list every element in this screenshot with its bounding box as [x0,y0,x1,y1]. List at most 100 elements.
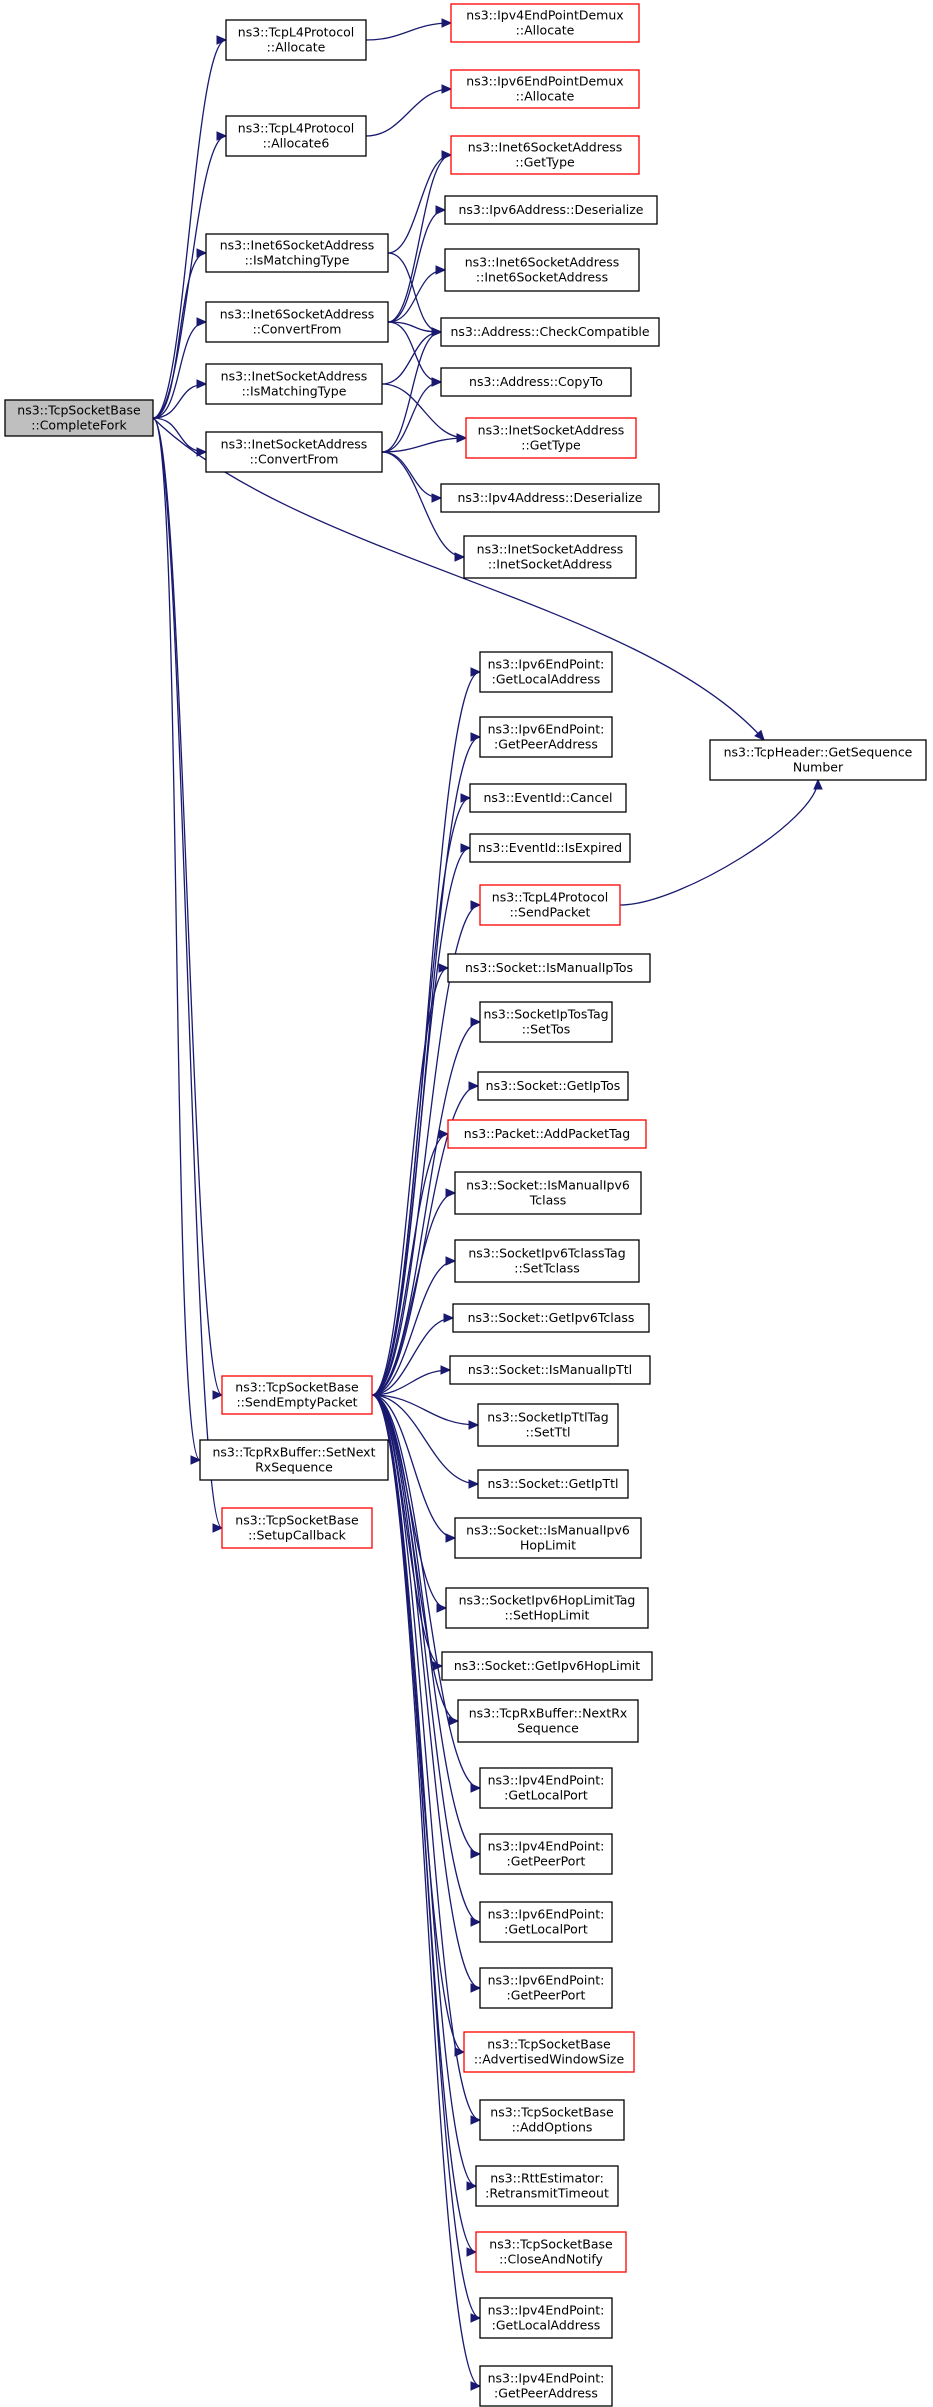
graph-node-packet-addpackettag[interactable]: ns3::Packet::AddPacketTag [447,1119,647,1149]
graph-node-tcpl4-sendpacket[interactable]: ns3::TcpL4Protocol::SendPacket [479,884,621,926]
node-label-line: ns3::Ipv6EndPoint: [488,657,605,672]
node-box [463,535,637,579]
edge-arrowhead [431,377,443,387]
edge-arrowhead [470,667,482,677]
edge-arrowhead [441,18,453,28]
node-box [4,399,154,437]
graph-node-socket-ismanualipttl[interactable]: ns3::Socket::IsManualIpTtl [449,1355,651,1385]
graph-node-socket-getipv6hoplimit[interactable]: ns3::Socket::GetIpv6HopLimit [441,1651,653,1681]
graph-node-sockipv6hoplimittag-sethoplimit[interactable]: ns3::SocketIpv6HopLimitTag::SetHopLimit [445,1587,649,1629]
graph-node-tcpl4-allocate6[interactable]: ns3::TcpL4Protocol::Allocate6 [225,115,367,157]
graph-node-ipv4ep-getpeerport[interactable]: ns3::Ipv4EndPoint::GetPeerPort [479,1833,613,1875]
edge-arrowhead [460,843,472,853]
graph-node-inet6-ismatching[interactable]: ns3::Inet6SocketAddress::IsMatchingType [205,233,389,273]
call-edge [152,417,765,741]
node-label-line: ns3::Ipv4EndPoint: [488,2303,605,2318]
call-edge [371,797,471,1396]
graph-node-socket-ismanualiptos[interactable]: ns3::Socket::IsManualIpTos [447,953,651,983]
graph-node-ipv6ep-getpeerport[interactable]: ns3::Ipv6EndPoint::GetPeerPort [479,1967,613,2009]
call-edge [387,154,452,323]
edge-arrowhead [190,1455,202,1465]
edge-arrowhead [468,1420,480,1430]
graph-node-tcpsb-sendempty[interactable]: ns3::TcpSocketBase::SendEmptyPacket [221,1375,373,1415]
graph-node-tcpsb-addoptions[interactable]: ns3::TcpSocketBase::AddOptions [479,2099,625,2141]
graph-node-ipv4ep-getlocaladdr[interactable]: ns3::Ipv4EndPoint::GetLocalAddress [479,2297,613,2339]
edge-arrowhead [212,1523,224,1533]
graph-node-sockipttltag-setttl[interactable]: ns3::SocketIpTtlTag::SetTtl [477,1403,619,1447]
graph-node-inet-gettype[interactable]: ns3::InetSocketAddress::GetType [465,417,637,459]
graph-node-sockipv6tclasstag-settclass[interactable]: ns3::SocketIpv6TclassTag::SetTclass [454,1239,640,1283]
graph-node-ipv6ep-getlocalport[interactable]: ns3::Ipv6EndPoint::GetLocalPort [479,1901,613,1943]
graph-node-tcpsb-setupcallback[interactable]: ns3::TcpSocketBase::SetupCallback [221,1507,373,1549]
edge-arrowhead [754,729,765,741]
call-edge [371,1394,479,1426]
node-label-line: ns3::TcpSocketBase [490,2105,614,2120]
node-box [199,1439,389,1481]
call-edge [371,1394,481,1989]
graph-node-inet6-convert[interactable]: ns3::Inet6SocketAddress::ConvertFrom [205,301,389,343]
graph-node-socket-getiptos[interactable]: ns3::Socket::GetIpTos [477,1071,629,1101]
node-box [477,1403,619,1447]
graph-node-eventid-cancel[interactable]: ns3::EventId::Cancel [469,783,627,813]
graph-node-ipv4ep-getlocalport[interactable]: ns3::Ipv4EndPoint::GetLocalPort [479,1767,613,1809]
graph-node-ipv6epd-allocate[interactable]: ns3::Ipv6EndPointDemux::Allocate [450,69,640,109]
node-label-line: ns3::InetSocketAddress [221,369,368,384]
graph-node-sockiptostag-settos[interactable]: ns3::SocketIpTosTag::SetTos [479,1001,613,1043]
graph-node-tcpsb-closeandnotify[interactable]: ns3::TcpSocketBase::CloseAndNotify [475,2231,627,2273]
edge-arrowhead [454,552,466,562]
edge-arrowhead [470,2381,482,2391]
call-edge [365,88,452,137]
edge-arrowhead [212,1390,224,1400]
graph-node-eventid-isexpired[interactable]: ns3::EventId::IsExpired [469,833,631,863]
call-edge [619,779,819,906]
node-label-line: ns3::Inet6SocketAddress [468,140,623,155]
graph-node-rttest-retxtimeout[interactable]: ns3::RttEstimator::RetransmitTimeout [475,2165,619,2207]
node-label-line: ns3::Ipv4EndPoint: [488,1773,605,1788]
node-label-line: ns3::Ipv4Address::Deserialize [458,490,643,505]
call-edge [381,451,442,499]
node-box [479,1967,613,2009]
graph-node-inet-ctor[interactable]: ns3::InetSocketAddress::InetSocketAddres… [463,535,637,579]
edge-arrowhead [466,2247,478,2257]
call-graph-edges [152,18,823,2391]
node-label-line: ::GetType [515,155,575,170]
node-box [225,115,367,157]
graph-node-root[interactable]: ns3::TcpSocketBase::CompleteFork [4,399,154,437]
graph-node-ipv6ep-getlocaladdr[interactable]: ns3::Ipv6EndPoint::GetLocalAddress [479,651,613,693]
node-label-line: ::SetTclass [514,1261,580,1276]
node-label-line: ns3::Socket::GetIpTtl [488,1476,619,1491]
graph-node-ipv6ep-getpeeraddr[interactable]: ns3::Ipv6EndPoint::GetPeerAddress [479,716,613,758]
edge-arrowhead [448,1716,460,1726]
graph-node-inet-convert[interactable]: ns3::InetSocketAddress::ConvertFrom [205,431,383,473]
graph-node-ipv6addr-deser[interactable]: ns3::Ipv6Address::Deserialize [444,195,658,225]
graph-node-socket-getipv6tclass[interactable]: ns3::Socket::GetIpv6Tclass [452,1303,650,1333]
call-graph-nodes: ns3::TcpSocketBase::CompleteForkns3::Tcp… [4,3,927,2407]
graph-node-inet6-ctor[interactable]: ns3::Inet6SocketAddress::Inet6SocketAddr… [444,248,640,292]
node-box [440,367,632,397]
graph-node-addr-copyto[interactable]: ns3::Address::CopyTo [440,367,632,397]
node-label-line: ns3::Socket::IsManualIpTos [465,960,633,975]
node-label-line: ::Allocate6 [263,136,330,151]
node-label-line: ns3::Address::CopyTo [469,374,603,389]
edge-arrowhead [196,317,208,327]
graph-node-tcpl4-allocate[interactable]: ns3::TcpL4Protocol::Allocate [225,19,367,61]
graph-node-tcpsb-advwindowsize[interactable]: ns3::TcpSocketBase::AdvertisedWindowSize [463,2031,635,2073]
graph-node-socket-getipttl[interactable]: ns3::Socket::GetIpTtl [477,1469,629,1499]
node-label-line: ::CloseAndNotify [499,2252,603,2267]
graph-node-ipv4epd-allocate[interactable]: ns3::Ipv4EndPointDemux::Allocate [450,3,640,43]
call-edge [152,417,201,1461]
node-label-line: ::SetTos [522,1022,571,1037]
call-edge [381,383,467,439]
call-edge [371,967,449,1396]
graph-node-inet6-gettype[interactable]: ns3::Inet6SocketAddress::GetType [450,135,640,175]
graph-node-ipv4addr-deser[interactable]: ns3::Ipv4Address::Deserialize [440,483,660,513]
graph-node-ipv4ep-getpeeraddr[interactable]: ns3::Ipv4EndPoint::GetPeerAddress [479,2365,613,2407]
graph-node-addr-checkcompat[interactable]: ns3::Address::CheckCompatible [440,317,660,347]
graph-node-inet-ismatching[interactable]: ns3::InetSocketAddress::IsMatchingType [205,363,383,405]
call-edge [371,1394,481,1923]
